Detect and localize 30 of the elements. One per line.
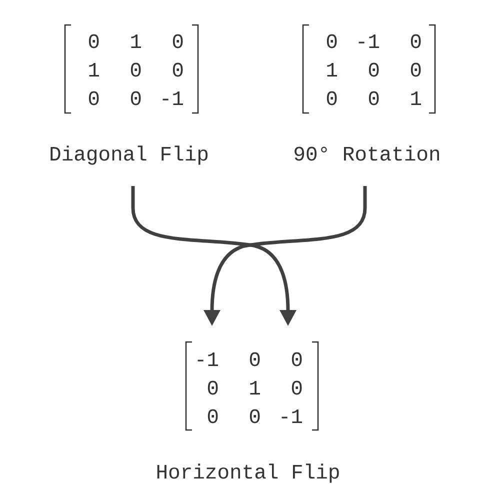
matrix-entry: 0 xyxy=(368,62,379,77)
matrix-entry: 1 xyxy=(411,92,421,105)
matrix-entry: -1 xyxy=(162,92,183,105)
matrix-entry: 0 xyxy=(88,34,99,48)
matrix-entry: 0 xyxy=(208,409,218,424)
matrix-entry: -1 xyxy=(198,352,218,366)
matrix-entry: 0 xyxy=(172,62,183,77)
matrix-entry: 0 xyxy=(130,62,141,77)
node-label: Horizontal Flip xyxy=(157,464,339,483)
matrix-entry: 0 xyxy=(208,380,218,395)
matrix-entry: 0 xyxy=(172,34,183,48)
node-label: 90° Rotation xyxy=(294,146,439,161)
matrix-entry: 1 xyxy=(327,63,337,76)
node-label: Diagonal Flip xyxy=(50,146,208,165)
matrix-entry: 0 xyxy=(130,91,141,106)
matrix-entry: 0 xyxy=(250,352,260,366)
matrix-entry: 1 xyxy=(89,63,99,76)
matrix-entry: -1 xyxy=(358,34,379,48)
matrix-entry: 0 xyxy=(250,409,260,424)
matrix-entry: 1 xyxy=(131,34,141,48)
matrix-entry: 0 xyxy=(292,380,302,395)
matrix-entry: 0 xyxy=(368,91,379,106)
matrix-entry: 0 xyxy=(410,62,421,77)
matrix-entry: -1 xyxy=(282,410,302,423)
matrix-entry: 1 xyxy=(250,381,260,394)
matrix-entry: 0 xyxy=(292,352,302,366)
matrix-entry: 0 xyxy=(326,34,337,48)
matrix-entry: 0 xyxy=(326,91,337,106)
matrix-entry: 0 xyxy=(88,91,99,106)
matrix-entry: 0 xyxy=(410,34,421,48)
